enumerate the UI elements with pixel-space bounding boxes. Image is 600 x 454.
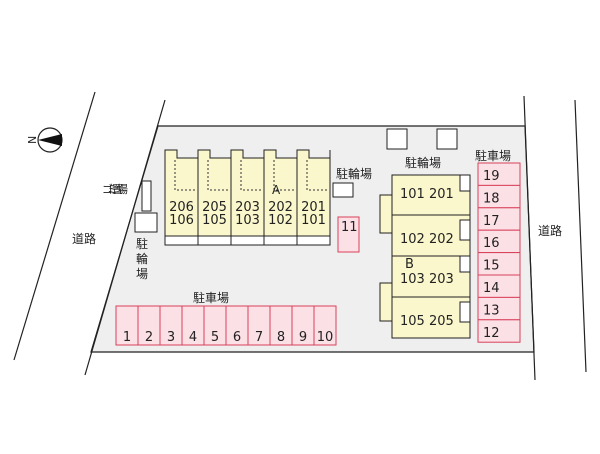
parking-space-11 [337, 216, 360, 253]
dashed-line [207, 160, 229, 191]
parking-space-12 [477, 319, 521, 343]
unit-number-pair: 105 205 [400, 314, 454, 329]
dashed-line [273, 160, 295, 191]
bike-label-left-1: 駐 [136, 236, 148, 251]
lot-left-edge [84, 99, 166, 376]
north-compass-icon: N [26, 127, 63, 153]
balcony [459, 301, 471, 323]
bike-parking-mid [332, 182, 354, 198]
parking-space-number: 17 [483, 214, 500, 229]
parking-right: 19 18 17 16 15 14 13 12 [477, 162, 521, 343]
balcony [263, 235, 298, 246]
parking-space-number: 19 [483, 169, 500, 184]
building-a-name: A [272, 183, 281, 197]
parking-label-bottom: 駐車場 [193, 290, 229, 305]
road-edge-right [574, 99, 587, 373]
unit-number-lower: 101 [301, 213, 326, 228]
bike-label-left-2: 輪 [136, 251, 148, 266]
unit-number-lower: 105 [202, 213, 227, 228]
unit-number-pair: 103 203 [400, 272, 454, 287]
lot-right-edge [523, 95, 536, 381]
balcony [459, 255, 471, 273]
building-b-name: B [405, 257, 414, 272]
parking-space-number: 5 [211, 330, 219, 345]
svg-text:N: N [26, 136, 39, 144]
bike-parking-top-1 [386, 128, 408, 150]
building-b: 101 201 102 202 103 203 105 205 [379, 174, 471, 339]
parking-space-number: 10 [317, 330, 334, 345]
bike-label-top: 駐輪場 [405, 155, 441, 170]
garbage-area [141, 180, 152, 212]
parking-space-number: 13 [483, 303, 500, 318]
bike-label-left-3: 場 [136, 267, 148, 281]
unit-number-lower: 106 [169, 213, 194, 228]
parking-space-number: 18 [483, 191, 500, 206]
road-label-right: 道路 [538, 223, 562, 238]
unit-number-lower: 102 [268, 213, 293, 228]
unit-block-b [391, 174, 471, 216]
unit-number-upper: 205 [202, 200, 227, 215]
unit-number-pair: 101 201 [400, 187, 454, 202]
parking-space-number: 6 [233, 330, 241, 345]
unit-number-upper: 206 [169, 200, 194, 215]
entrance [379, 282, 393, 322]
balcony [459, 219, 471, 241]
dashed-line [240, 160, 262, 191]
balcony [230, 235, 265, 246]
parking-space-number: 12 [483, 326, 500, 341]
unit-number-pair: 102 202 [400, 232, 454, 247]
bike-parking-left [134, 212, 158, 233]
bike-parking-top-2 [436, 128, 458, 150]
unit-number-upper: 202 [268, 200, 293, 215]
road-edge-left [13, 91, 96, 361]
unit-number-lower: 103 [235, 213, 260, 228]
unit-number-upper: 203 [235, 200, 260, 215]
dashed-line [174, 160, 196, 191]
parking-space-number: 4 [189, 330, 197, 345]
parking-space-number: 9 [299, 330, 307, 345]
unit-block-b [391, 296, 471, 339]
unit-block-b [391, 214, 471, 257]
road-label-left: 道路 [72, 231, 96, 246]
dashed-line [306, 160, 328, 191]
balcony [197, 235, 232, 246]
garbage-label: ゴミ置場 [102, 182, 128, 196]
parking-space-number: 8 [277, 330, 285, 345]
parking-space-number: 14 [483, 281, 500, 296]
parking-space-number: 2 [145, 330, 153, 345]
parking-space-number: 3 [167, 330, 175, 345]
balcony [459, 174, 471, 192]
balcony [296, 235, 331, 246]
entrance [379, 194, 393, 234]
bike-label-mid: 駐輪場 [336, 166, 372, 181]
parking-space-10 [313, 305, 337, 346]
parking-space-number: 16 [483, 236, 500, 251]
parking-space-number: 7 [255, 330, 263, 345]
unit-number-upper: 201 [301, 200, 326, 215]
balcony [164, 235, 199, 246]
parking-space-11-number: 11 [341, 220, 358, 235]
parking-label-right: 駐車場 [475, 148, 511, 163]
parking-space-number: 1 [123, 330, 131, 345]
parking-space-number: 15 [483, 259, 500, 274]
